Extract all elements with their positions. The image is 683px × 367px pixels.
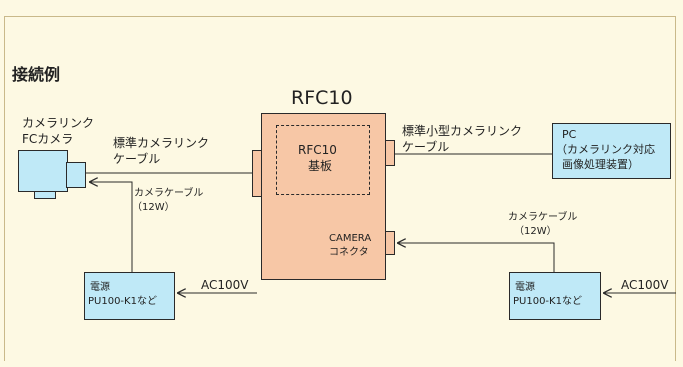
camera-lens <box>66 162 86 188</box>
board-inner-line2: 基板 <box>308 159 333 173</box>
ac-right-label: AC100V <box>621 278 669 292</box>
power-left-line1: 電源 <box>90 282 110 293</box>
cable-std-label-line1: 標準カメラリンク <box>113 136 210 150</box>
diagram-frame <box>4 16 676 361</box>
power-left-box <box>84 272 175 320</box>
camera-connector-line1: CAMERA <box>329 233 372 244</box>
camera-label-line1: カメラリンク <box>22 116 95 130</box>
cable-mini-label-line2: ケーブル <box>402 140 450 154</box>
camera-cable-left-line <box>90 182 133 272</box>
camera-cable-right-line2: （12W） <box>514 226 557 237</box>
power-right-line1: 電源 <box>515 282 535 293</box>
board-left-connector <box>252 150 262 197</box>
camera-cable-right-line <box>398 243 555 272</box>
pc-box <box>552 123 671 179</box>
cable-std-label-line2: ケーブル <box>113 152 161 166</box>
camera-connector-line2: コネクタ <box>329 247 369 258</box>
power-right-line2: PU100-K1など <box>513 296 582 307</box>
pc-line3: 画像処理装置） <box>562 158 639 171</box>
camera-label-line2: FCカメラ <box>22 132 74 146</box>
ac-left-label: AC100V <box>201 278 249 292</box>
pc-line1: PC <box>562 128 577 141</box>
camera-cable-left-line1: カメラケーブル <box>134 188 204 199</box>
board-label: RFC10 <box>291 87 353 109</box>
board-inner-area <box>276 125 370 195</box>
cable-mini-label-line1: 標準小型カメラリンク <box>402 124 523 138</box>
board-camera-connector <box>385 231 395 255</box>
power-left-line2: PU100-K1など <box>88 296 157 307</box>
pc-line2: （カメラリンク対応 <box>556 143 655 156</box>
rfc10-board <box>261 113 386 280</box>
camera-cable-right-line1: カメラケーブル <box>508 212 578 223</box>
power-right-box <box>509 272 601 320</box>
camera-base <box>34 191 56 199</box>
diagram-title: 接続例 <box>12 65 61 84</box>
board-inner-line1: RFC10 <box>298 143 337 157</box>
camera-cable-left-line2: （12W） <box>132 202 175 213</box>
board-right-connector <box>385 140 395 166</box>
